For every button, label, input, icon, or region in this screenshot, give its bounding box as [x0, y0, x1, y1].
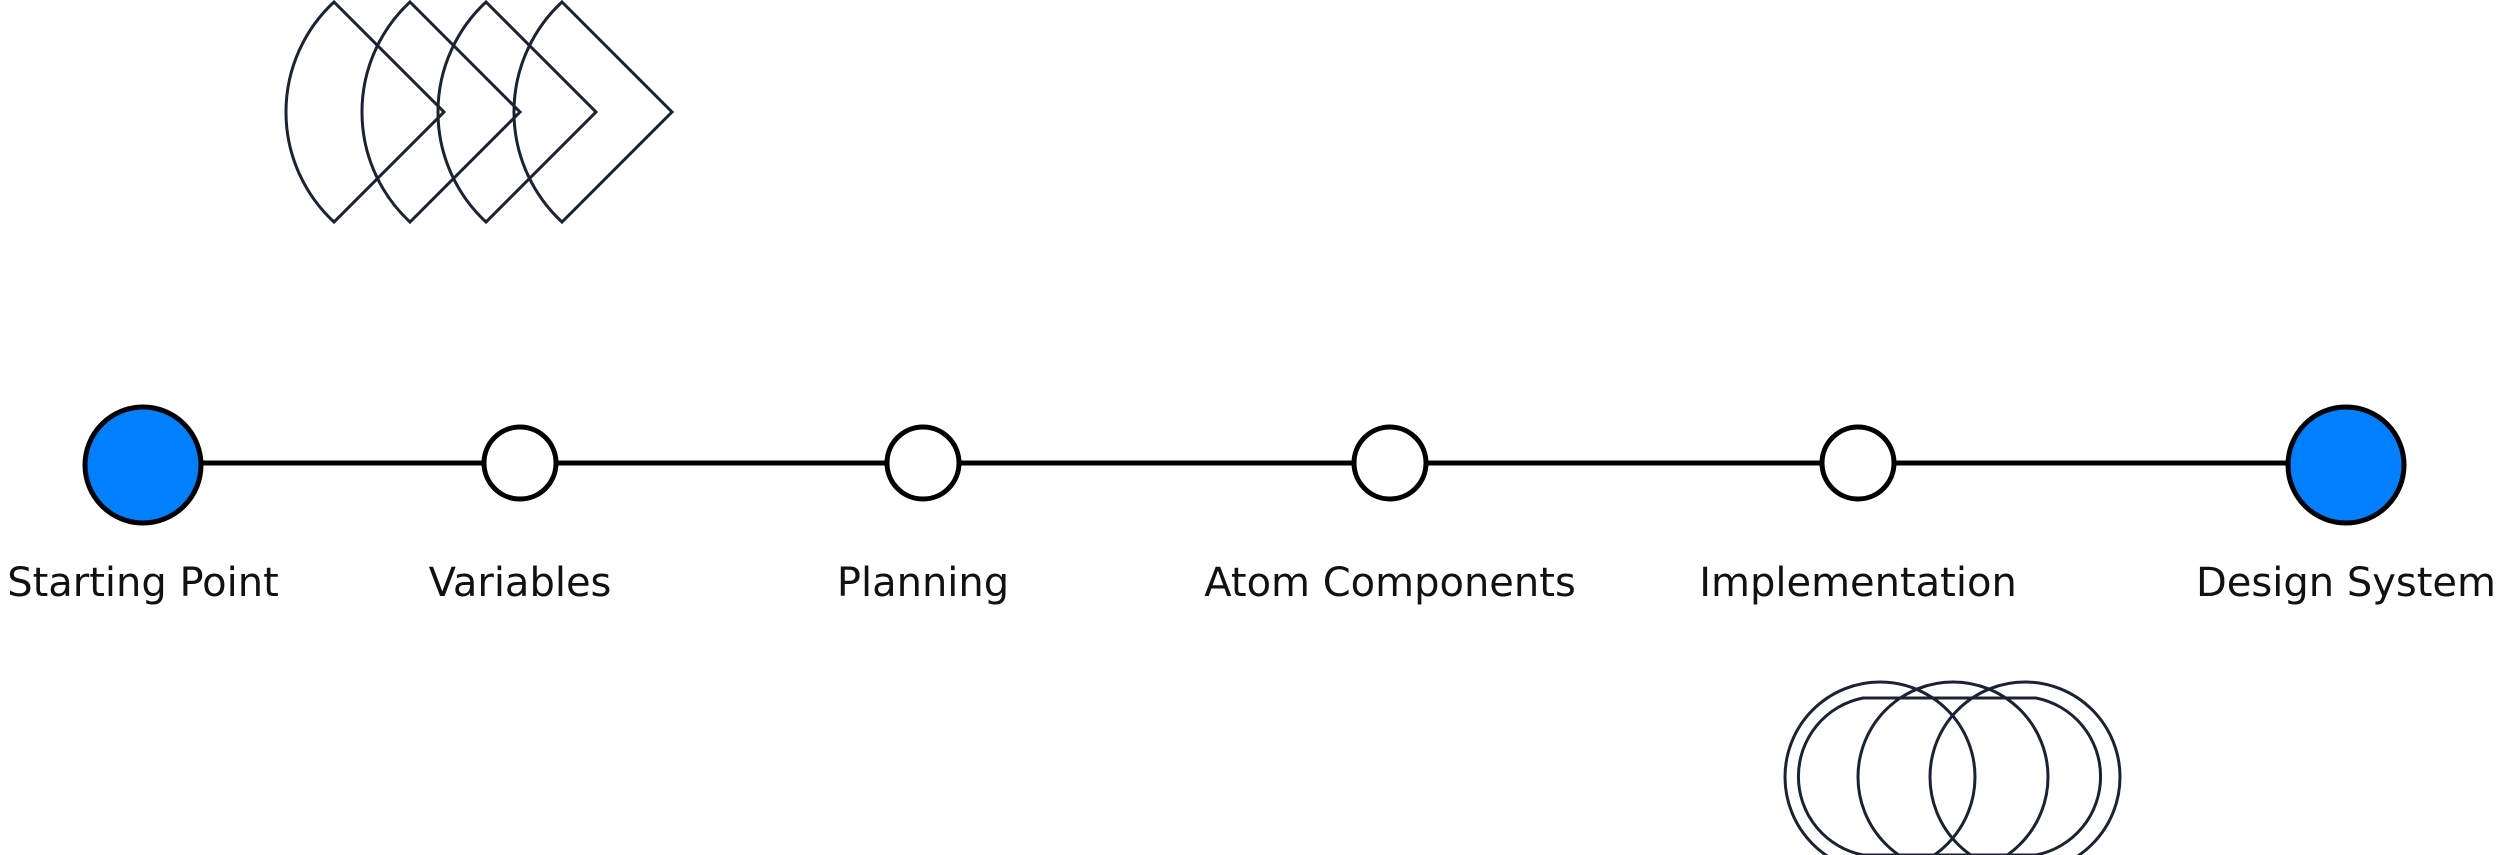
timeline-label-4: Implementation	[1699, 560, 2017, 606]
timeline-node-2	[884, 424, 962, 502]
chevron-shape	[436, 0, 599, 225]
chevron-shape	[512, 0, 675, 225]
timeline-label-5: Design System	[2196, 560, 2496, 606]
pill-outline	[1796, 696, 2103, 855]
chevron-shape	[360, 0, 523, 225]
timeline-label-0: Starting Point	[7, 560, 279, 606]
chevron-stack-icon	[284, 0, 675, 225]
timeline-node-1	[481, 424, 559, 502]
overlapping-circles-icon	[1783, 680, 2122, 855]
ring-shape	[1783, 680, 1977, 855]
chevron-shape	[284, 0, 447, 225]
ring-shape	[1856, 680, 2050, 855]
timeline-node-3	[1351, 424, 1429, 502]
timeline-node-4	[1819, 424, 1897, 502]
timeline-node-0	[82, 404, 204, 526]
timeline-label-3: Atom Components	[1204, 560, 1576, 606]
timeline-label-2: Planning	[836, 560, 1010, 606]
timeline-node-5	[2285, 404, 2407, 526]
timeline	[82, 404, 2407, 526]
ring-shape	[1928, 680, 2122, 855]
timeline-label-1: Variables	[428, 560, 612, 606]
